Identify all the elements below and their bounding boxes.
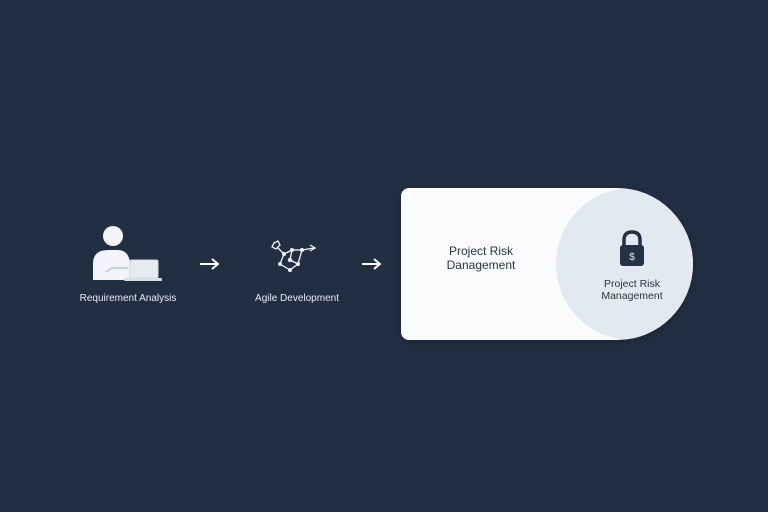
circle-label-line: Project Risk [603, 278, 660, 290]
card-title: Project Risk Danagement [423, 244, 539, 272]
arrow-right-icon [362, 258, 382, 270]
step-label: Requirement Analysis [79, 293, 177, 304]
circle-label: Project Risk Management [576, 278, 688, 302]
lock-icon: $ [620, 230, 644, 266]
circle-label-line: Management [601, 290, 663, 302]
step-label: Agile Development [255, 293, 339, 304]
person-laptop-icon [93, 226, 162, 281]
arrow-right-icon [200, 258, 220, 270]
highlight-circle: $ Project Risk Management [556, 188, 693, 340]
network-nodes-icon [271, 240, 317, 272]
card-title-line: Danagement [446, 258, 516, 272]
svg-text:$: $ [629, 252, 635, 263]
card-title-line: Project Risk [448, 244, 513, 258]
risk-management-card: Project Risk Danagement $ Project Risk M… [401, 188, 693, 340]
